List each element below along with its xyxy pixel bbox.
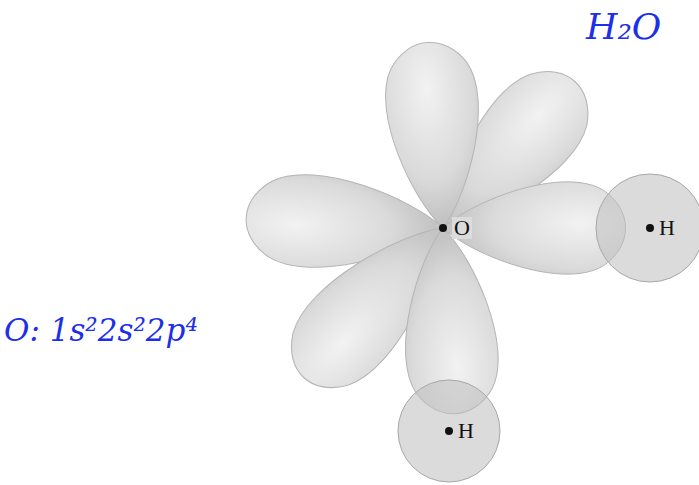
atom-label: H (458, 418, 474, 444)
atom-label: O (452, 217, 472, 239)
hydrogen-sphere: H (397, 379, 501, 483)
configuration-note: O: 1s²2s²2p⁴ (4, 312, 198, 348)
formula-note: H₂O (586, 6, 661, 47)
sphere-outline (397, 379, 501, 483)
hydrogen-sphere: H (595, 173, 699, 283)
atom-label: H (659, 215, 675, 241)
sphere-outline (595, 173, 699, 283)
nucleus-dot (439, 224, 447, 232)
